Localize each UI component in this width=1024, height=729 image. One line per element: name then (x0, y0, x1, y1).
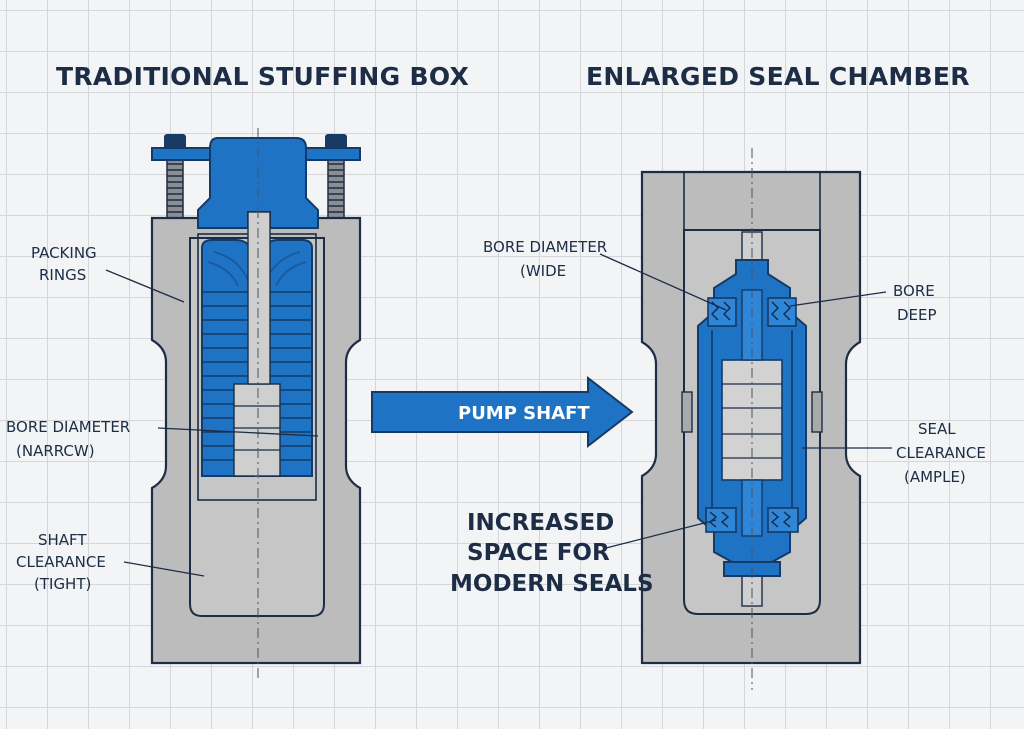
shaft-left (247, 211, 271, 385)
label-narrow: (NARRCW) (16, 442, 95, 460)
seal-springs-top (707, 297, 797, 327)
label-clearance: CLEARANCE (16, 553, 106, 571)
label-packing: PACKING (31, 244, 97, 262)
title-traditional-stuffing-box: TRADITIONAL STUFFING BOX (56, 62, 470, 91)
label-ample: (AMPLE) (904, 468, 966, 486)
label-seal-clearance: CLEARANCE (896, 444, 986, 462)
leader-increased-space (605, 519, 717, 549)
label-bore: BORE (893, 282, 935, 300)
leader-shaft (123, 561, 205, 577)
seal-inner-window (721, 359, 783, 481)
label-rings: RINGS (39, 266, 86, 284)
gland-stud-right (325, 134, 347, 219)
leader-bore-wide (599, 253, 727, 311)
label-space-for: SPACE FOR (467, 540, 610, 566)
label-bore-diameter: BORE DIAMETER (6, 418, 130, 436)
gland-stud-left (164, 134, 186, 219)
leader-packing (105, 269, 185, 303)
title-enlarged-seal-chamber: ENLARGED SEAL CHAMBER (586, 62, 970, 91)
arrow-label: PUMP SHAFT (458, 403, 590, 424)
label-deep: DEEP (897, 306, 937, 324)
leader-bore-left (157, 427, 319, 437)
label-shaft: SHAFT (38, 531, 87, 549)
transition-arrow: PUMP SHAFT (371, 375, 634, 449)
seal-chamber-assembly (640, 148, 862, 690)
stuffing-box-assembly (150, 128, 362, 680)
seal-springs-bottom (705, 507, 799, 533)
label-wide: (WIDE (520, 262, 566, 280)
label-bore-diameter-wide: BORE DIAMETER (483, 238, 607, 256)
label-tight: (TIGHT) (34, 575, 91, 593)
label-modern-seals: MODERN SEALS (450, 571, 654, 597)
label-increased: INCREASED (467, 510, 614, 536)
lantern-ring-area (233, 383, 281, 477)
label-seal: SEAL (918, 420, 956, 438)
leader-bore-deep (789, 291, 887, 307)
